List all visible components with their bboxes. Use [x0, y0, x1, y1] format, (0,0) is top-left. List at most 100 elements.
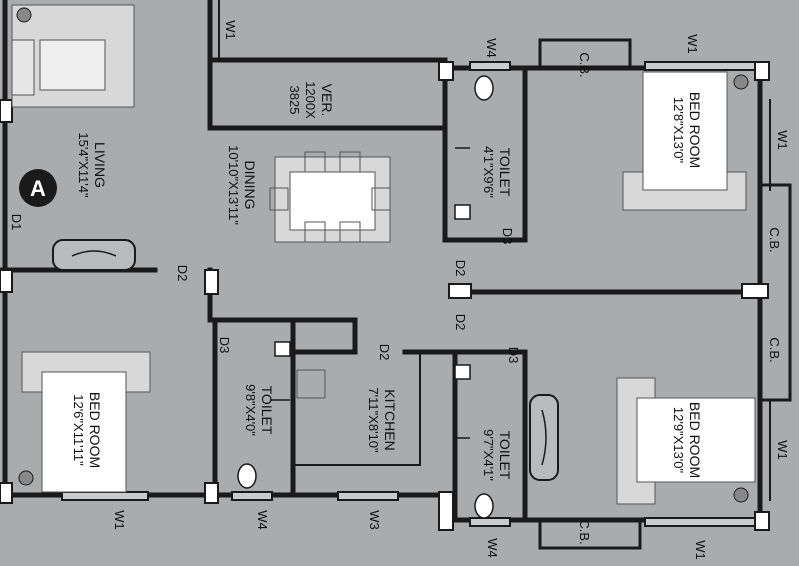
marker-d1: D1 [9, 214, 24, 231]
room-dims: 10'10"X13'11" [226, 145, 241, 225]
chair [304, 151, 326, 173]
fans [16, 7, 749, 503]
marker-w4: W4 [255, 510, 270, 530]
column [438, 61, 454, 81]
marker-w4: W4 [484, 38, 499, 58]
marker-d2: D2 [453, 260, 468, 277]
sofa-seat-left [11, 39, 35, 96]
room-label-verandah: VER. 1200X 3825 [287, 81, 335, 119]
chair [269, 187, 289, 211]
tv-cabinet [52, 239, 136, 271]
marker-w1: W1 [112, 510, 127, 530]
room-label-bed-left: BED ROOM 12'6"X11'11" [71, 392, 103, 468]
room-name: TOILET [259, 386, 275, 435]
coffee-table [39, 39, 106, 91]
markers: W1 W4 W1 C.B. W1 C.B. C.B. W1 D1 D2 D2 D… [9, 20, 790, 560]
room-label-living: LIVING 15'4"X11'4" [76, 132, 108, 198]
room-name: BED ROOM [687, 92, 703, 168]
bed-mattress [636, 397, 756, 483]
column [741, 283, 769, 299]
wardrobe-detail [541, 409, 547, 466]
fan-icon [16, 7, 32, 23]
window-w1-top-right [644, 61, 756, 71]
window-w3 [337, 491, 399, 501]
window-w4-bottom [231, 491, 273, 501]
room-labels: LIVING 15'4"X11'4" DINING 10'10"X13'11" … [71, 81, 703, 481]
wash-basin-mid [454, 364, 471, 380]
wash-basin-left [274, 341, 291, 357]
room-dims: 12'6"X11'11" [71, 394, 86, 466]
window-w4-top [469, 61, 511, 71]
room-dims: 9'7"X4'1" [481, 429, 496, 481]
room-name: VER. [319, 84, 335, 117]
chair [371, 187, 391, 211]
column [448, 283, 472, 299]
bed-mattress [642, 71, 728, 191]
room-dims-b: 3825 [287, 86, 302, 115]
room-name: TOILET [497, 148, 513, 197]
columns [0, 61, 770, 531]
marker-cb: C.B. [577, 519, 592, 544]
column [754, 511, 770, 531]
marker-w4: W4 [485, 538, 500, 558]
marker-w1: W1 [693, 540, 708, 560]
room-name: KITCHEN [382, 389, 398, 450]
wash-basin-top [454, 204, 471, 220]
bed-top-right [622, 71, 747, 211]
fan-icon [18, 470, 34, 486]
window-w1-bottom-left [61, 491, 149, 501]
room-dims: 12'9"X13'0" [671, 407, 686, 474]
room-label-toilet-mid: TOILET 9'7"X4'1" [481, 429, 513, 481]
chair [304, 221, 326, 243]
marker-d3: D3 [217, 337, 232, 354]
bed-left [21, 351, 151, 493]
window-w1-bottom-right [644, 517, 756, 527]
room-label-bed-top-right: BED ROOM 12'8"X13'0" [671, 92, 703, 168]
marker-w1: W1 [685, 34, 700, 54]
room-dims-a: 1200X [303, 81, 318, 119]
marker-d2: D2 [453, 314, 468, 331]
kitchen-sink [296, 369, 326, 399]
window-w4-bottom-right [469, 517, 511, 527]
fixtures [237, 75, 494, 519]
marker-d2: D2 [175, 265, 190, 282]
column [0, 99, 13, 123]
room-dims: 15'4"X11'4" [76, 132, 91, 198]
marker-d3: D3 [500, 228, 515, 245]
room-label-bed-bottom-right: BED ROOM 12'9"X13'0" [671, 402, 703, 478]
wc-left [237, 463, 257, 489]
room-name: BED ROOM [687, 402, 703, 478]
room-dims: 4'1"X9'6" [481, 146, 496, 198]
chair [339, 221, 361, 243]
column [0, 269, 13, 293]
bed-bottom-right [616, 377, 756, 505]
marker-w1: W1 [775, 440, 790, 460]
marker-d3: D3 [506, 347, 521, 364]
cupboard-dashes [540, 67, 761, 521]
room-name: BED ROOM [87, 392, 103, 468]
marker-w1: W1 [775, 130, 790, 150]
tv-cabinet-detail [71, 250, 117, 257]
dining-table-top [289, 171, 376, 231]
unit-marker [19, 169, 57, 207]
room-dims: 7'11"X8'10" [366, 387, 381, 453]
wc-top [474, 75, 494, 101]
marker-cb: C.B. [577, 52, 592, 77]
marker-cb: C.B. [767, 227, 782, 252]
fan-icon [733, 487, 749, 503]
marker-w1: W1 [223, 20, 238, 40]
room-label-kitchen: KITCHEN 7'11"X8'10" [366, 387, 398, 453]
column [754, 61, 770, 81]
marker-cb: C.B. [767, 337, 782, 362]
room-name: DINING [242, 161, 258, 210]
shower-heads [270, 147, 470, 439]
marker-d2: D2 [377, 344, 392, 361]
bed-mattress [41, 371, 127, 493]
room-label-toilet-top: TOILET 4'1"X9'6" [481, 146, 513, 198]
wardrobe [529, 394, 559, 481]
column [204, 269, 219, 295]
room-dims: 12'8"X13'0" [671, 97, 686, 164]
unit-marker-label: A [30, 176, 46, 201]
fan-icon [733, 74, 749, 90]
